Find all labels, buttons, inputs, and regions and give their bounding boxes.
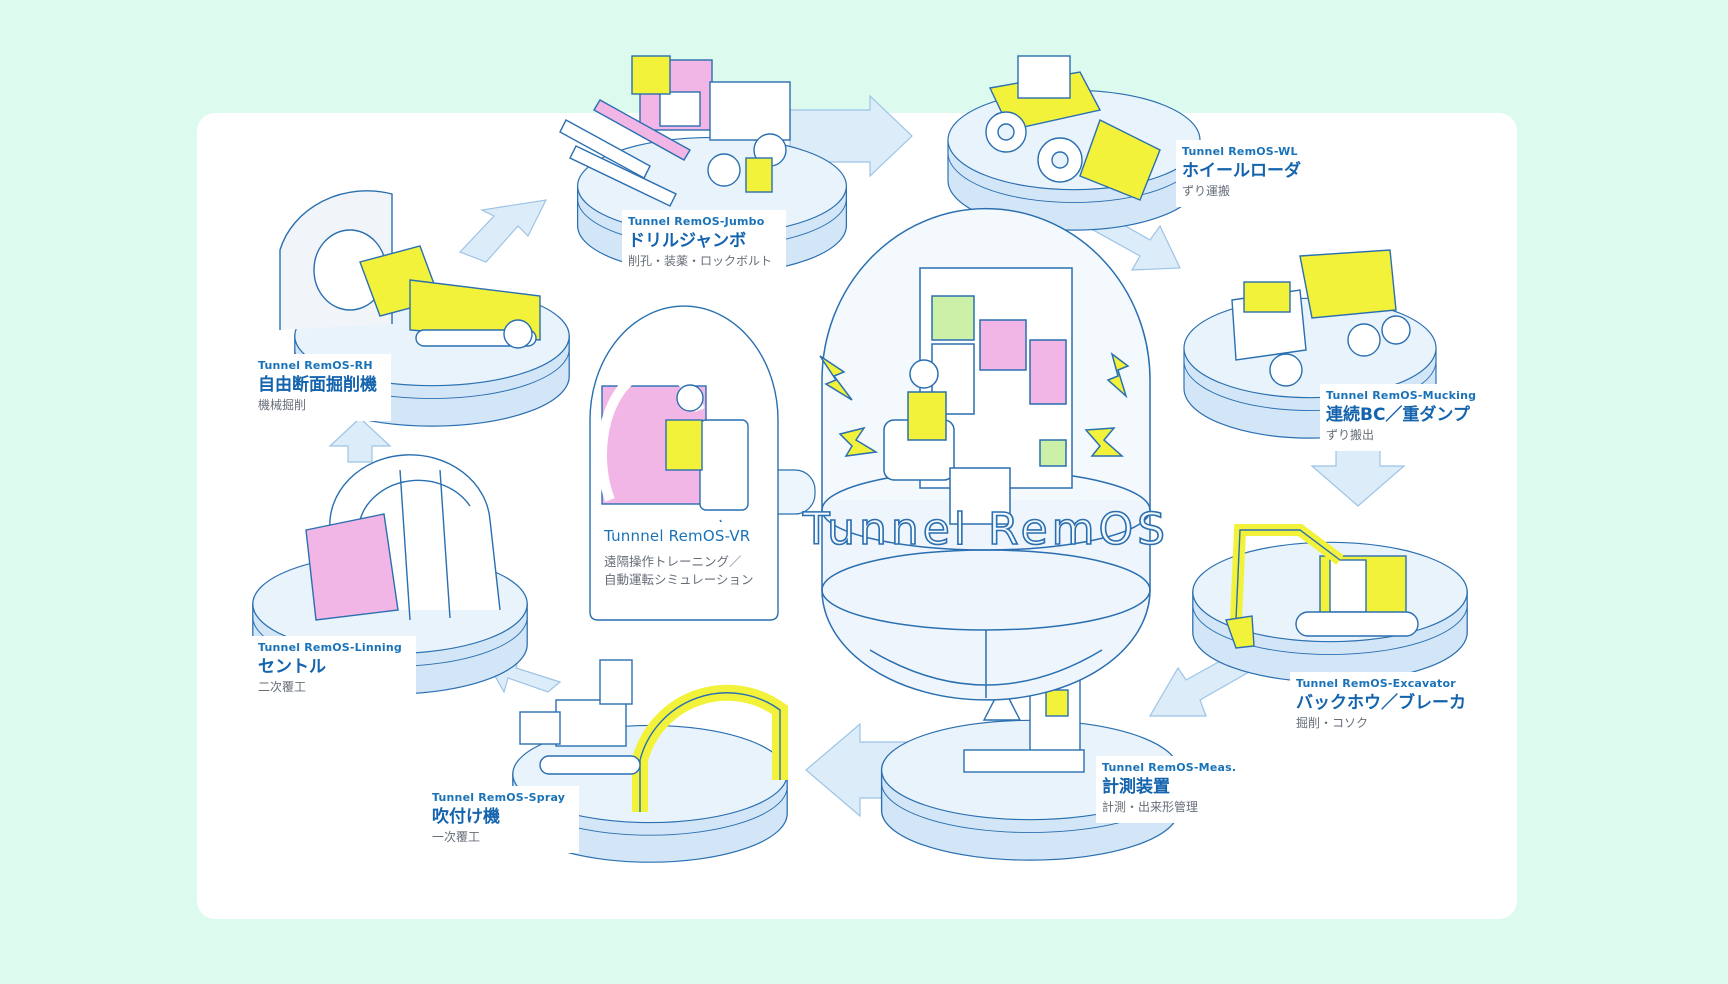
label-meas: Tunnel RemOS-Meas. 計測装置 計測・出来形管理 (1096, 756, 1251, 823)
node-name: バックホウ／ブレーカ (1296, 692, 1466, 713)
node-name: ドリルジャンボ (628, 230, 747, 251)
lightning-bolt-icon (819, 352, 1130, 457)
node-code: Tunnel RemOS-Excavator (1296, 677, 1456, 690)
helmet-operator-icon (909, 359, 939, 389)
node-code: Tunnel RemOS-Linning (258, 641, 402, 654)
wheel-loader-illustration (985, 55, 1161, 201)
node-desc: 機械掘削 (258, 398, 307, 413)
node-name: 計測装置 (1102, 776, 1170, 797)
label-mucking: Tunnel RemOS-Mucking 連続BC／重ダンプ ずり搬出 (1320, 384, 1491, 451)
node-code: Tunnel RemOS-Jumbo (628, 215, 765, 228)
node-code: Tunnel RemOS-RH (258, 359, 373, 372)
arrow-rh-to-jumbo (458, 199, 548, 263)
node-name: 連続BC／重ダンプ (1326, 404, 1470, 425)
drill-jumbo-illustration (559, 55, 791, 207)
label-jumbo: Tunnel RemOS-Jumbo ドリルジャンボ 削孔・装薬・ロックボルト (622, 210, 787, 277)
node-name: セントル (258, 656, 326, 677)
label-excavator: Tunnel RemOS-Excavator バックホウ／ブレーカ 掘削・コソク (1290, 672, 1480, 739)
node-desc: ずり搬出 (1326, 428, 1375, 443)
label-spray: Tunnel RemOS-Spray 吹付け機 一次覆工 (426, 786, 580, 853)
vr-desc-line1: 遠隔操作トレーニング／ (604, 554, 742, 570)
node-code: Tunnel RemOS-WL (1182, 145, 1298, 158)
node-desc: 削孔・装薬・ロックボルト (628, 254, 773, 269)
node-desc: 一次覆工 (432, 830, 481, 845)
node-desc: 二次覆工 (258, 680, 307, 695)
node-desc: 掘削・コソク (1296, 716, 1369, 731)
label-wl: Tunnel RemOS-WL ホイールローダ ずり運搬 (1176, 140, 1315, 207)
helmet-operator-icon (676, 384, 704, 412)
vr-desc-line2: 自動運転シミュレーション (604, 572, 754, 588)
arrow-mucking-to-excavator (1310, 445, 1406, 507)
node-code: Tunnel RemOS-Mucking (1326, 389, 1477, 402)
lining-form-illustration (305, 454, 501, 621)
label-vr: Tunnnel RemOS-VR 遠隔操作トレーニング／ 自動運転シミュレーショ… (598, 522, 768, 598)
spray-machine-illustration (519, 659, 788, 812)
arrow-linning-to-rh (328, 417, 392, 463)
node-desc: 計測・出来形管理 (1102, 800, 1199, 815)
node-name: 自由断面掘削機 (258, 374, 377, 395)
vr-code: Tunnnel RemOS-VR (604, 527, 751, 545)
node-desc: ずり運搬 (1182, 184, 1231, 199)
excavator-illustration (1225, 524, 1419, 649)
node-code: Tunnel RemOS-Meas. (1102, 761, 1237, 774)
road-header-illustration (279, 190, 541, 349)
label-linning: Tunnel RemOS-Linning セントル 二次覆工 (252, 636, 416, 703)
node-code: Tunnel RemOS-Spray (432, 791, 566, 804)
control-joystick-icon (949, 467, 1011, 525)
dump-truck-illustration (1231, 249, 1411, 387)
node-name: 吹付け機 (432, 806, 500, 827)
node-name: ホイールローダ (1182, 160, 1301, 181)
label-rh: Tunnel RemOS-RH 自由断面掘削機 機械掘削 (252, 354, 391, 421)
central-capsule: Tunnel RemOS (801, 207, 1169, 701)
center-title: Tunnel RemOS (802, 504, 1169, 555)
